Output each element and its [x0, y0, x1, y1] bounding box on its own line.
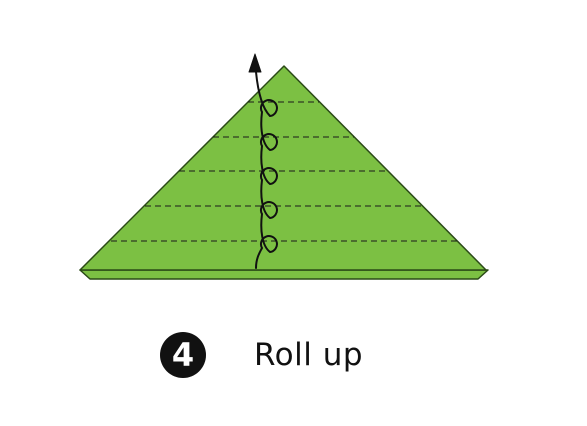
step-caption: 4 Roll up: [160, 330, 363, 380]
upward-curl-arrow-icon: [248, 53, 278, 269]
step-instruction: Roll up: [254, 337, 364, 373]
paper-triangle: [79, 65, 487, 271]
step-number-badge: 4: [160, 332, 206, 378]
arrow-head: [248, 53, 262, 73]
paper-bottom-layer: [79, 269, 489, 280]
fold-lines: [111, 101, 457, 242]
